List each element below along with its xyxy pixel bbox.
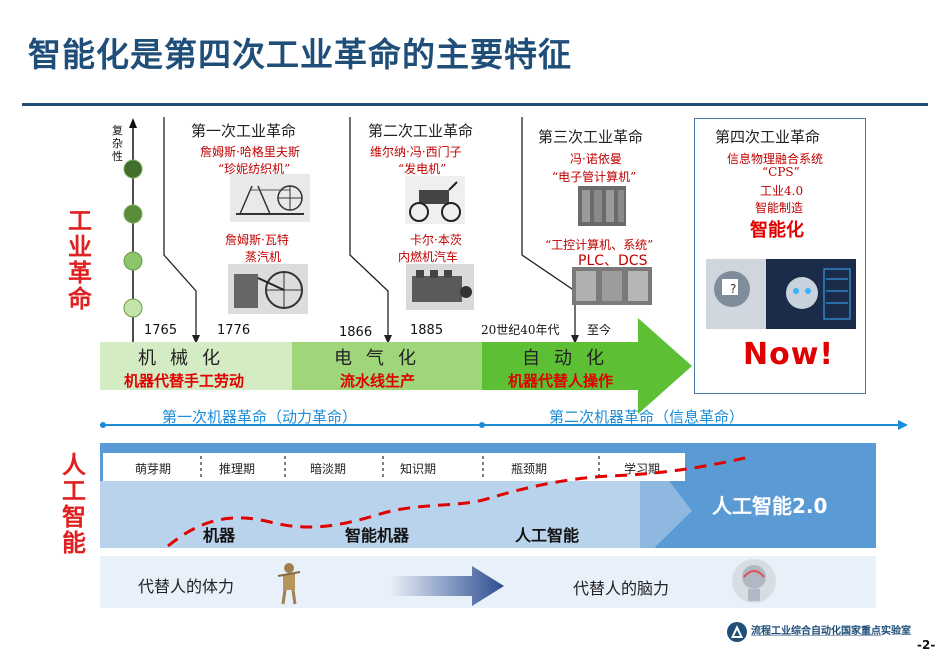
spinning-jenny-image: [230, 174, 310, 222]
revolutions-timeline: [100, 420, 908, 430]
stage-bottleneck: 瓶颈期: [511, 462, 548, 476]
brain-head-icon: [732, 559, 776, 603]
svg-text:?: ?: [730, 282, 736, 296]
phase-automation: 自动化: [522, 348, 618, 369]
page-title: 智能化是第四次工业革命的主要特征: [28, 35, 572, 74]
replace-mental-label: 代替人的脑力: [573, 579, 670, 598]
era4-line5: 智能化: [750, 220, 804, 241]
era2-person2: 卡尔·本茨: [410, 233, 462, 247]
stage-knowledge: 知识期: [400, 462, 437, 476]
lab-logo-icon: [727, 622, 747, 642]
year-1765: 1765: [144, 323, 178, 338]
stage-learning: 学习期: [624, 462, 661, 476]
tube-computer-image: [578, 186, 626, 226]
era1-person2: 詹姆斯·瓦特: [225, 233, 289, 247]
lab-subtitle-rule: [751, 635, 881, 644]
complexity-axis: [123, 118, 143, 342]
year-1885: 1885: [410, 323, 444, 338]
replace-physical-label: 代替人的体力: [138, 577, 235, 596]
era1-invention2: 蒸汽机: [245, 250, 282, 264]
era3-line4: PLC、DCS: [578, 253, 648, 269]
ai-stage-dividers: [200, 456, 600, 479]
phase-automation-sub: 机器代替人操作: [508, 372, 614, 390]
era1-title: 第一次工业革命: [191, 122, 297, 140]
era4-title: 第四次工业革命: [715, 128, 821, 146]
era4-line3: 工业4.0: [760, 184, 804, 198]
now-label: Now!: [743, 337, 835, 372]
ai-band-machine: 机器: [203, 526, 236, 545]
phase-electrification-sub: 流水线生产: [340, 372, 416, 390]
complexity-axis-label: 复杂性: [112, 124, 123, 163]
steam-engine-image: [228, 264, 308, 314]
era2-person1: 维尔纳·冯·西门子: [370, 145, 462, 159]
fourth-revolution-box: [694, 118, 866, 394]
ai-label: 人工智能: [62, 451, 86, 557]
ai-band-intelligent-machine: 智能机器: [345, 526, 410, 545]
ai-band-arrow: [640, 461, 692, 548]
ai-band-artificial-intelligence: 人工智能: [515, 526, 580, 545]
ai-progress-curve: [167, 456, 746, 548]
year-1776: 1776: [217, 323, 251, 338]
era1-invention1: “珍妮纺织机”: [218, 162, 291, 176]
page-number: -2-: [917, 638, 936, 652]
ai-robot-image: ?: [706, 259, 856, 329]
industrial-revolution-label: 工业革命: [68, 207, 92, 313]
era-connectors: [163, 117, 579, 344]
era2-title: 第二次工业革命: [368, 122, 474, 140]
transition-arrow: [390, 566, 504, 606]
engine-image: [406, 264, 474, 310]
ai-stages-bar: [103, 453, 685, 481]
phase-mechanization: 机械化: [138, 348, 234, 369]
phase-arrow: [100, 318, 692, 414]
second-machine-revolution: 第二次机器革命（信息革命）: [549, 408, 745, 426]
era3-title: 第三次工业革命: [538, 128, 644, 146]
title-divider: [22, 103, 928, 106]
era4-line2: “CPS”: [762, 165, 800, 179]
era3-invention1: “电子管计算机”: [552, 170, 637, 184]
manual-worker-icon: [277, 563, 301, 605]
era3-line3: “工控计算机、系统”: [545, 238, 654, 252]
era2-invention1: “发电机”: [398, 162, 447, 176]
phase-electrification: 电气化: [334, 348, 430, 369]
era2-invention2: 内燃机汽车: [398, 250, 459, 264]
phase-mechanization-sub: 机器代替手工劳动: [124, 372, 245, 390]
era3-person1: 冯·诺依曼: [570, 152, 622, 166]
ai-band-light: [100, 481, 655, 548]
ai-2-label: 人工智能2.0: [712, 494, 828, 518]
year-now: 至今: [587, 323, 612, 337]
stage-germination: 萌芽期: [135, 462, 172, 476]
control-system-image: [572, 267, 652, 305]
year-1866: 1866: [339, 325, 373, 340]
car-image: [405, 176, 465, 224]
lab-name: 流程工业综合自动化国家重点实验室: [751, 626, 911, 637]
era4-line4: 智能制造: [755, 201, 804, 215]
stage-dim: 暗淡期: [310, 462, 347, 476]
year-1940s: 20世纪40年代: [481, 323, 560, 337]
stage-reasoning: 推理期: [219, 462, 256, 476]
era4-line1: 信息物理融合系统: [727, 152, 824, 166]
first-machine-revolution: 第一次机器革命（动力革命）: [162, 408, 358, 426]
era1-person1: 詹姆斯·哈格里夫斯: [200, 145, 300, 159]
